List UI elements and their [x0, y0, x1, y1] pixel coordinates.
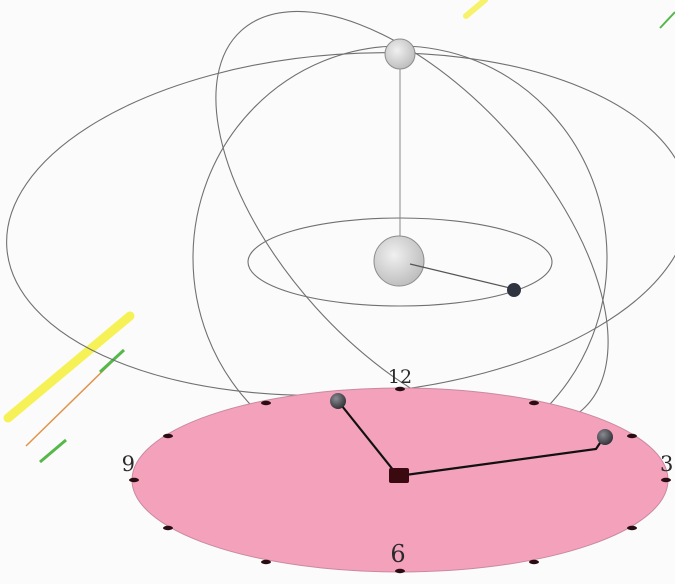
top-sun — [384, 38, 416, 70]
accent-strokes — [3, 0, 675, 464]
inner-planet — [507, 283, 521, 297]
accent-green-stroke-low — [39, 438, 67, 464]
accent-orange-stroke — [25, 359, 115, 447]
hour-marker — [261, 559, 271, 565]
hour-marker — [261, 400, 271, 406]
numeral-12: 12 — [388, 366, 412, 388]
minute-hand-knob — [597, 429, 613, 445]
hour-marker — [627, 525, 637, 531]
hour-hand — [337, 400, 399, 477]
hour-marker — [529, 400, 539, 406]
central-sun — [373, 235, 425, 287]
hour-marker — [395, 386, 405, 392]
hour-hand-knob — [330, 393, 346, 409]
hour-marker — [129, 477, 139, 483]
hour-marker — [163, 525, 173, 531]
hour-marker — [395, 568, 405, 574]
numeral-3: 3 — [660, 452, 673, 476]
accent-green-top — [659, 11, 675, 29]
numeral-6: 6 — [390, 540, 405, 568]
accent-yellow-top — [463, 0, 488, 19]
hour-marker — [529, 559, 539, 565]
hour-marker — [163, 433, 173, 439]
accent-green-stroke — [98, 348, 126, 374]
tilted-orbit-ellipse — [215, 10, 609, 430]
hour-marker — [627, 433, 637, 439]
hour-markers — [129, 386, 671, 574]
clock-center-pivot — [389, 468, 409, 483]
inner-planet-arm — [409, 263, 515, 290]
accent-yellow-stroke — [3, 311, 135, 423]
numeral-9: 9 — [122, 452, 135, 476]
hour-marker — [661, 477, 671, 483]
